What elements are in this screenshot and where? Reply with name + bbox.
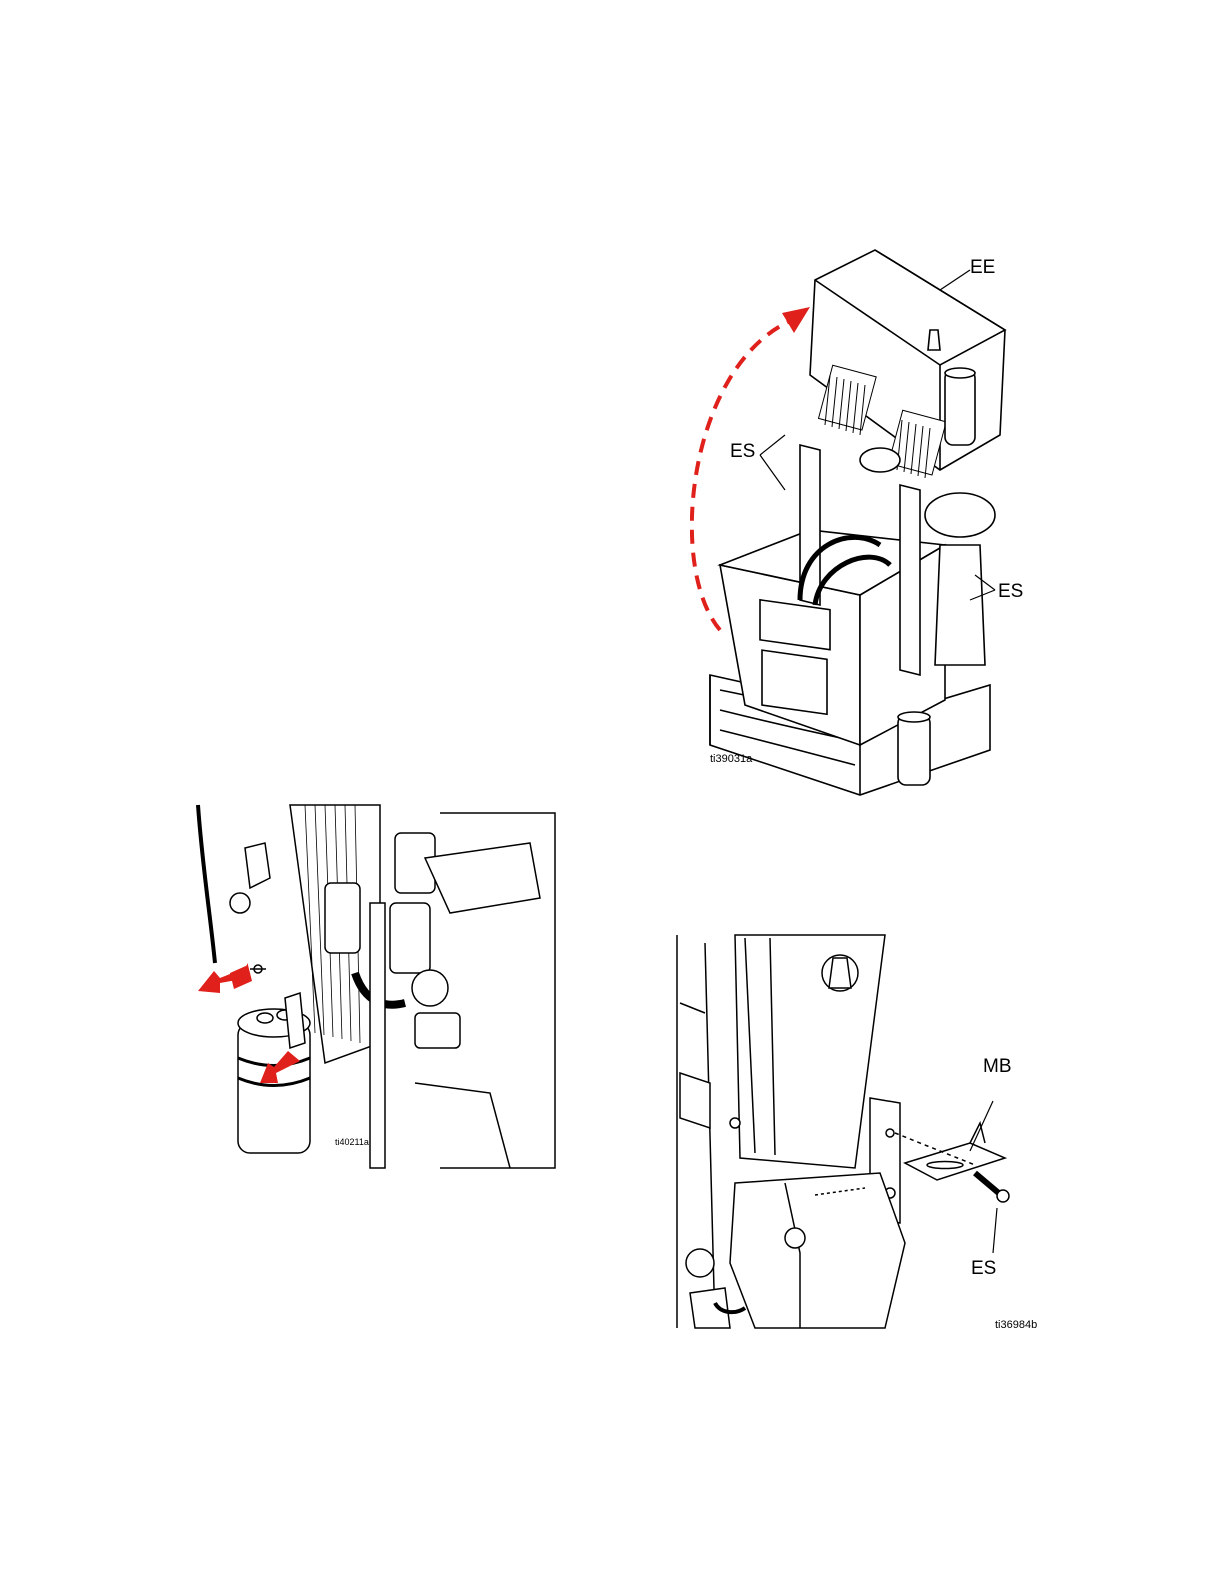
callout-mb: MB xyxy=(983,1057,1012,1076)
callout-es-left: ES xyxy=(730,442,755,461)
figure-enclosure-lift: EE ES ES ti39031a xyxy=(690,245,1030,820)
figure-mounting-bracket: MB ES ti36984b xyxy=(675,933,1050,1333)
callout-ee: EE xyxy=(970,258,995,277)
figure-ref-id: ti40211a xyxy=(335,1138,369,1147)
enclosure-lift-illustration xyxy=(690,245,1030,820)
callout-es-right: ES xyxy=(998,582,1023,601)
figure-filter-removal: ti40211a xyxy=(190,803,560,1173)
filter-removal-illustration xyxy=(190,803,560,1173)
callout-es: ES xyxy=(971,1259,996,1278)
figure-ref-id: ti39031a xyxy=(710,754,752,765)
figure-ref-id: ti36984b xyxy=(995,1320,1037,1331)
